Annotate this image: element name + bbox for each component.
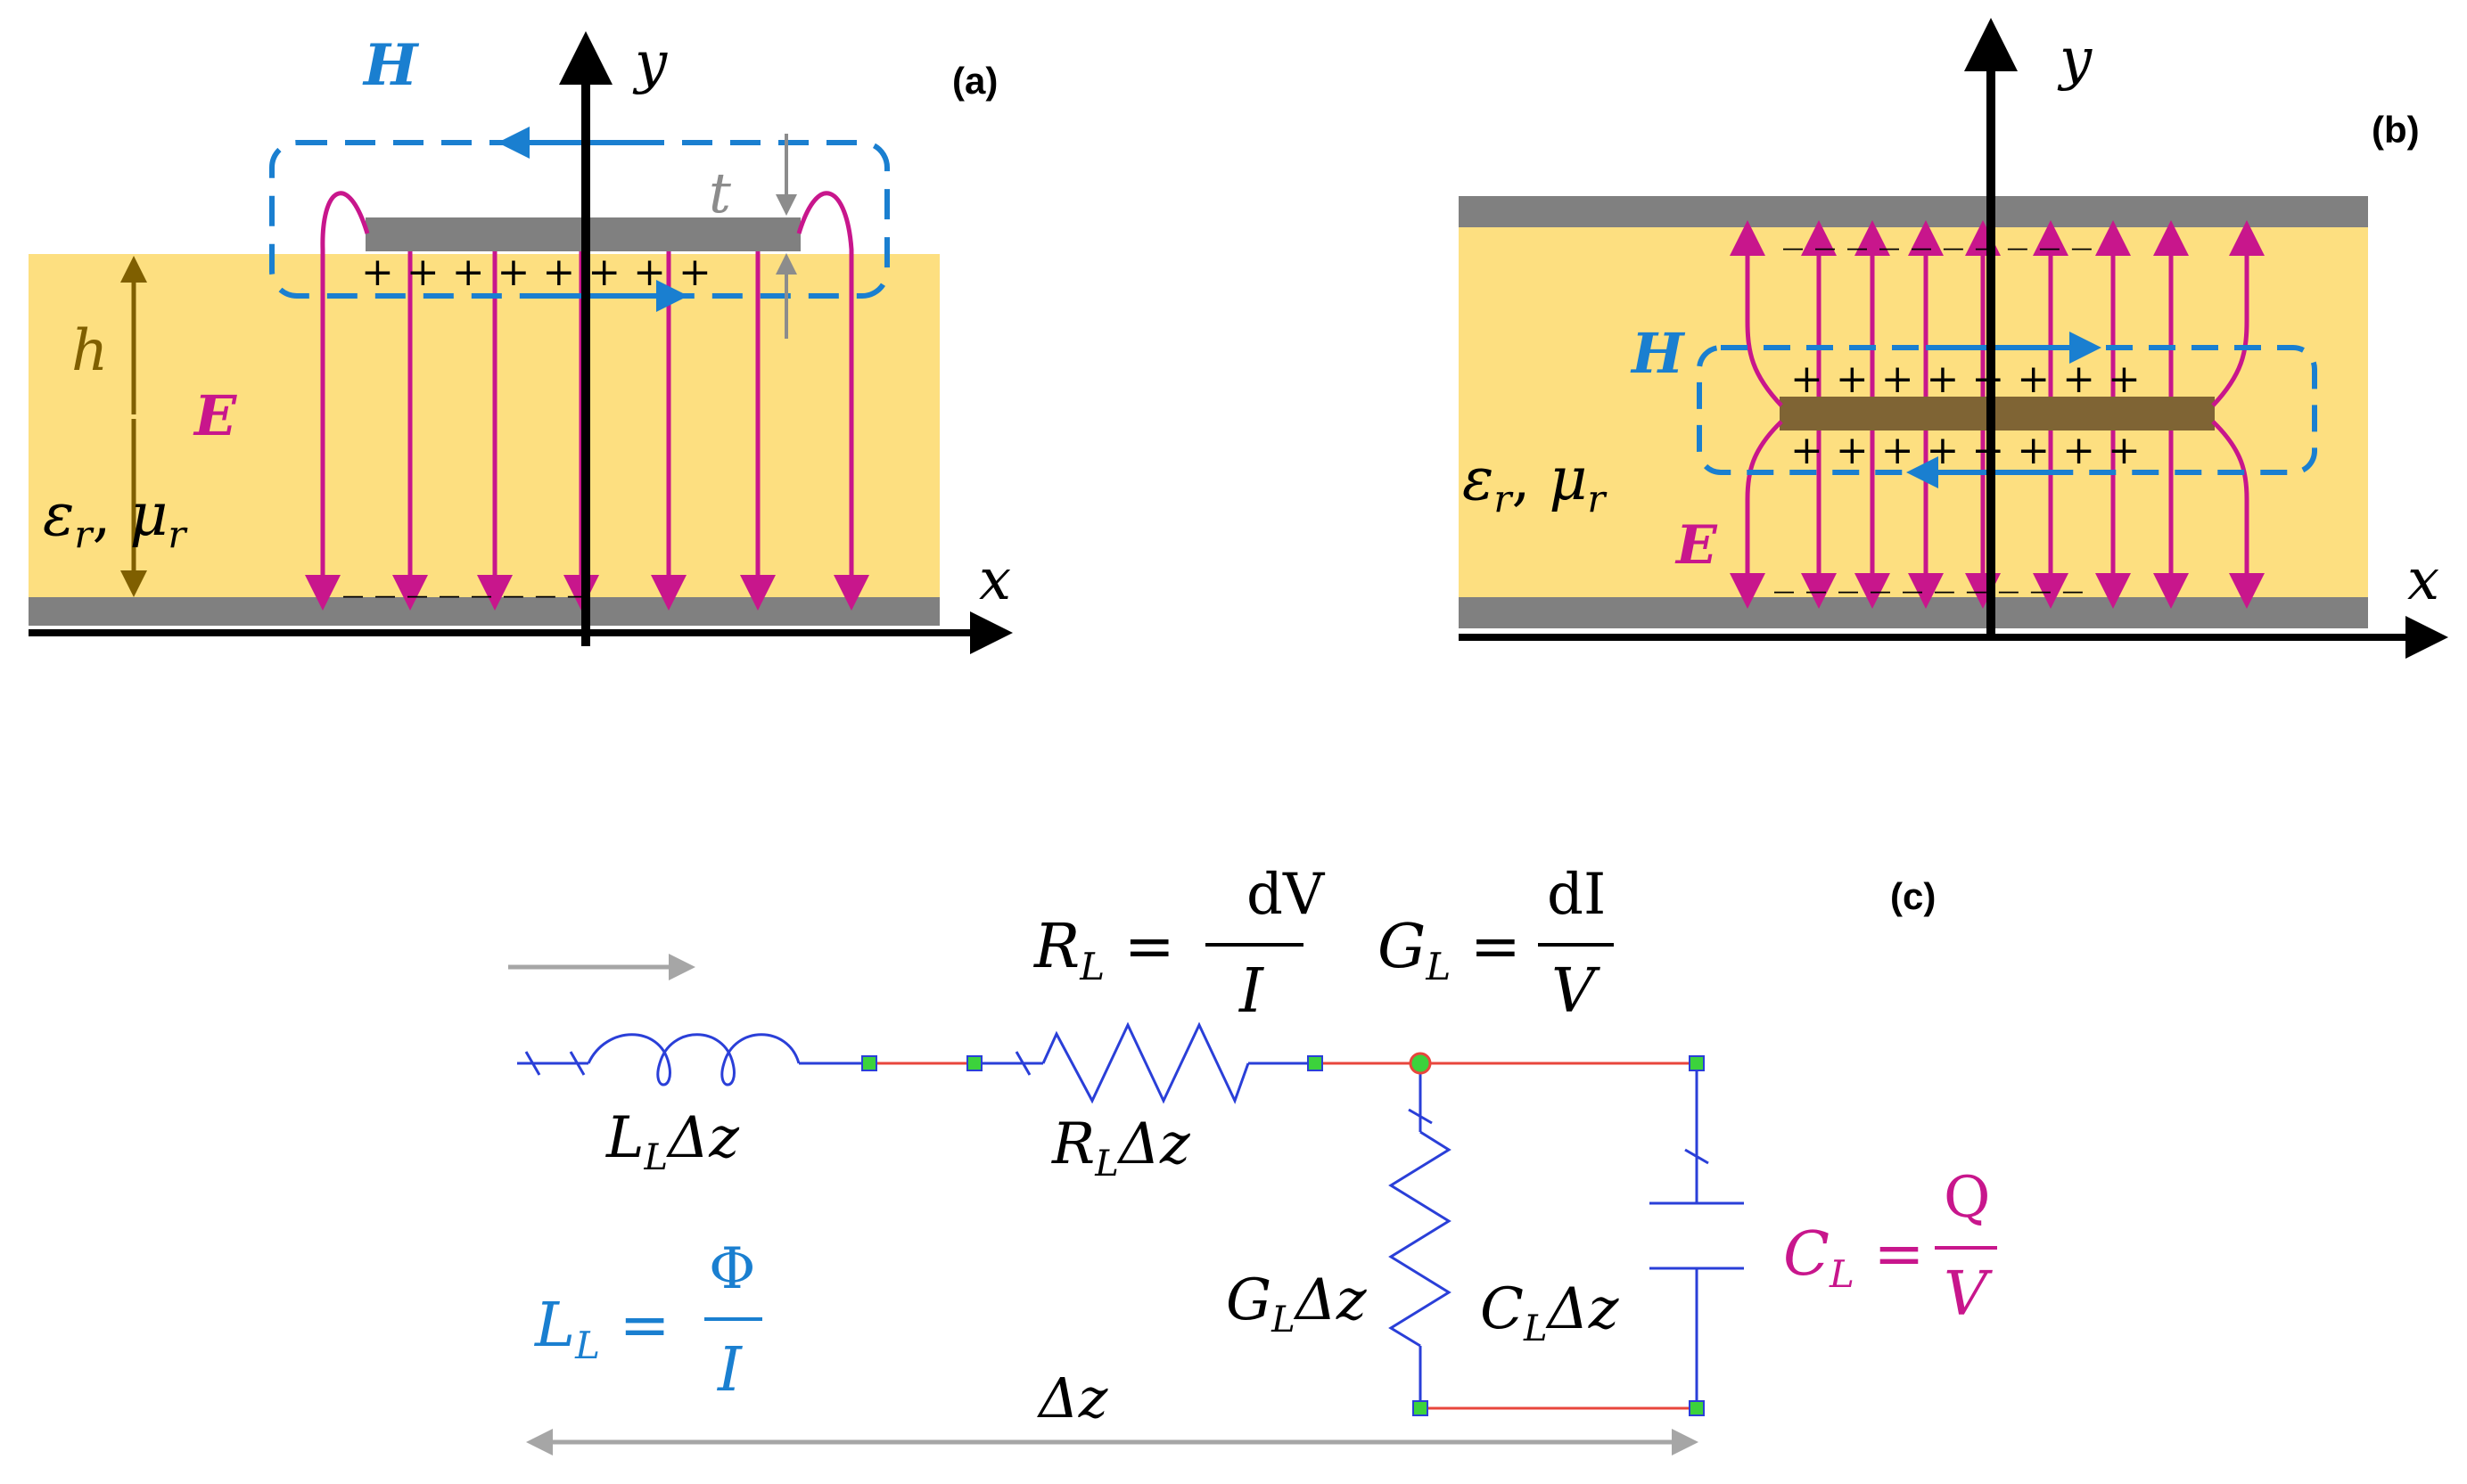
panel-b: _ _ _ _ _ _ _ _ _ _ + + + + + + + + + + … (1459, 18, 2448, 659)
svg-text:I: I (716, 1335, 743, 1406)
ground-plane-a (29, 597, 940, 626)
panel-a: + + + + + + + + _ _ _ _ _ _ _ _ H E h t … (29, 30, 1013, 654)
e-field-label-b: E (1674, 514, 1718, 577)
x-axis-label-a: x (979, 547, 1011, 613)
y-axis-label-a: y (632, 30, 668, 96)
resistor-label: RLΔz (1051, 1111, 1191, 1185)
svg-text:GL =: GL = (1377, 912, 1521, 988)
thickness-label: t (709, 160, 731, 225)
minus-charges-bottom-b: _ _ _ _ _ _ _ _ _ _ (1774, 548, 2083, 594)
conductance-label: GLΔz (1226, 1267, 1368, 1341)
minus-charges-top-b: _ _ _ _ _ _ _ _ _ _ (1783, 205, 2092, 250)
material-label-a: εr, μr (43, 480, 188, 556)
svg-text:CL =: CL = (1783, 1219, 1925, 1296)
minus-charges-a: _ _ _ _ _ _ _ _ (343, 553, 588, 598)
svg-text:dV: dV (1246, 862, 1326, 928)
resistor (974, 1021, 1315, 1104)
cl-equation: CL = Q V (1783, 1165, 1997, 1330)
panel-c: Δz LLΔz RLΔz GLΔz CLΔz RL = dV I GL = dI… (508, 862, 1997, 1455)
bottom-ground-b (1459, 597, 2368, 628)
plus-charges-top-b: + + + + + + + + (1790, 357, 2141, 402)
y-axis-label-b: y (2057, 27, 2093, 93)
wires (869, 1062, 1697, 1410)
dz-label: Δz (1037, 1365, 1108, 1431)
e-field-label-a: E (193, 383, 237, 448)
svg-text:Q: Q (1944, 1165, 1990, 1231)
e-field-lines-b (1730, 220, 2265, 609)
gl-equation: GL = dI V (1377, 862, 1614, 1027)
conductance (1388, 1063, 1451, 1408)
material-label-b: εr, μr (1462, 445, 1608, 521)
panel-c-tag: (c) (1890, 875, 1936, 917)
svg-text:dI: dI (1547, 862, 1606, 928)
svg-text:Φ: Φ (709, 1236, 755, 1302)
h-field-label-b: H (1630, 321, 1686, 386)
x-axis-label-b: x (2407, 547, 2439, 613)
svg-text:RL =: RL = (1032, 912, 1175, 988)
plus-charges-a: + + + + + + + + (361, 250, 711, 295)
stripline-conductor (1780, 397, 2215, 430)
junction-node (1409, 1052, 1432, 1075)
svg-text:I: I (1238, 956, 1264, 1027)
circuit-nodes (861, 1055, 1705, 1416)
svg-text:V: V (1551, 956, 1600, 1027)
inductor (517, 1033, 869, 1086)
panel-a-tag: (a) (952, 60, 998, 102)
svg-text:V: V (1944, 1259, 1993, 1330)
rl-equation: RL = dV I (1032, 862, 1326, 1027)
ll-equation: LL = Φ I (533, 1236, 762, 1406)
height-label: h (71, 318, 108, 384)
capacitor (1649, 1063, 1744, 1408)
plus-charges-bottom-b: + + + + + + + + (1790, 428, 2141, 473)
inductor-label: LLΔz (605, 1105, 740, 1178)
svg-text:LL =: LL = (533, 1291, 670, 1367)
capacitor-label: CLΔz (1480, 1276, 1620, 1349)
h-field-label-a: H (362, 32, 420, 99)
panel-b-tag: (b) (2372, 109, 2420, 151)
